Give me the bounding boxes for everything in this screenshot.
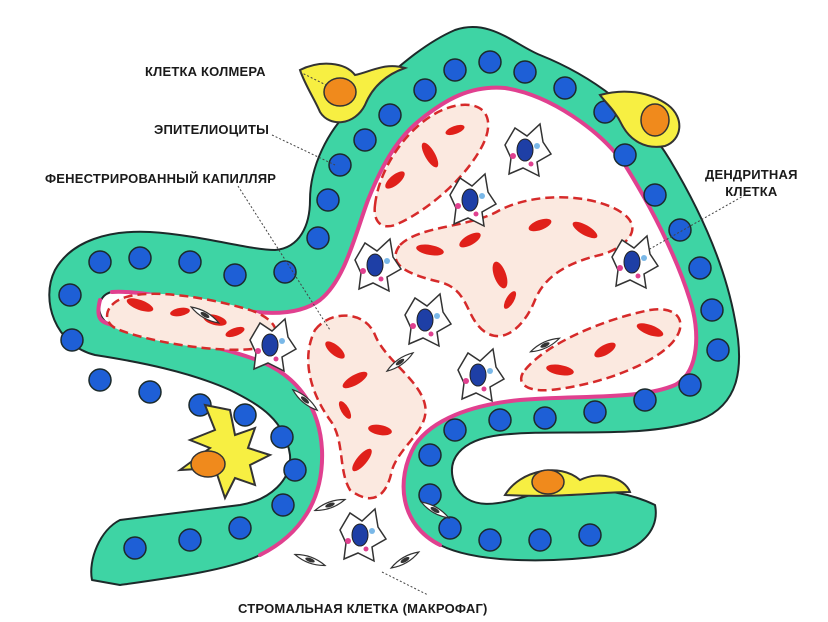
nucleus: [669, 219, 691, 241]
macrophage-nucleus: [462, 189, 478, 211]
nucleus: [584, 401, 606, 423]
nucleus: [679, 374, 701, 396]
granule: [510, 153, 516, 159]
granule: [274, 357, 279, 362]
granule: [482, 387, 487, 392]
macrophage-nucleus: [517, 139, 533, 161]
nucleus: [701, 299, 723, 321]
label-dendritic-cell: ДЕНДРИТНАЯ КЛЕТКА: [705, 166, 798, 200]
nucleus: [139, 381, 161, 403]
label-epitheliocytes: ЭПИТЕЛИОЦИТЫ: [154, 121, 269, 138]
nucleus: [479, 51, 501, 73]
nucleus: [634, 389, 656, 411]
nucleus: [224, 264, 246, 286]
nucleus: [307, 227, 329, 249]
macrophage-icon: [405, 294, 451, 346]
nucleus: [689, 257, 711, 279]
granule: [379, 277, 384, 282]
nucleus: [124, 537, 146, 559]
granule: [345, 538, 351, 544]
nucleus: [234, 404, 256, 426]
nucleus: [439, 517, 461, 539]
label-dendritic-line2: КЛЕТКА: [705, 183, 798, 200]
macrophage-nucleus: [470, 364, 486, 386]
nucleus: [479, 529, 501, 551]
nucleus: [514, 61, 536, 83]
granule: [529, 162, 534, 167]
granule: [384, 258, 390, 264]
granule: [487, 368, 493, 374]
macrophage-nucleus: [352, 524, 368, 546]
fibroblast-icon: [390, 549, 421, 570]
nucleus: [354, 129, 376, 151]
nucleus: [89, 251, 111, 273]
label-fenestrated-capillary: ФЕНЕСТРИРОВАННЫЙ КАПИЛЛЯР: [45, 170, 276, 187]
dendritic-cell-icon: [612, 236, 658, 288]
nucleus: [61, 329, 83, 351]
nucleus: [272, 494, 294, 516]
macrophage-icon: [458, 349, 504, 401]
granule: [364, 547, 369, 552]
nucleus: [444, 59, 466, 81]
macrophage-nucleus: [417, 309, 433, 331]
nucleus: [644, 184, 666, 206]
granule: [410, 323, 416, 329]
leader-stromal: [382, 572, 428, 595]
label-dendritic-line1: ДЕНДРИТНАЯ: [705, 166, 798, 183]
nucleus: [229, 517, 251, 539]
macrophage-nucleus: [262, 334, 278, 356]
granule: [429, 332, 434, 337]
macrophage-icon: [355, 239, 401, 291]
macrophage-nucleus: [367, 254, 383, 276]
macrophage-nucleus: [624, 251, 640, 273]
granule: [360, 268, 366, 274]
nucleus: [59, 284, 81, 306]
nucleus: [179, 251, 201, 273]
kolmer-cell-icon: [505, 470, 630, 496]
granule: [279, 338, 285, 344]
nucleus: [129, 247, 151, 269]
granule: [617, 265, 623, 271]
granule: [255, 348, 261, 354]
macrophage-icon: [505, 124, 551, 176]
granule: [369, 528, 375, 534]
nucleus: [179, 529, 201, 551]
fibroblast-icon: [314, 497, 346, 514]
granule: [474, 212, 479, 217]
granule: [641, 255, 647, 261]
label-kolmer-cell: КЛЕТКА КОЛМЕРА: [145, 63, 266, 80]
nucleus: [614, 144, 636, 166]
macrophage-icon: [340, 509, 386, 561]
nucleus: [579, 524, 601, 546]
nucleus: [414, 79, 436, 101]
nucleus: [554, 77, 576, 99]
nucleus: [707, 339, 729, 361]
nucleus: [489, 409, 511, 431]
granule: [636, 274, 641, 279]
nucleus: [379, 104, 401, 126]
granule: [534, 143, 540, 149]
label-stromal-cell: СТРОМАЛЬНАЯ КЛЕТКА (МАКРОФАГ): [238, 600, 488, 617]
nucleus: [529, 529, 551, 551]
nucleus: [271, 426, 293, 448]
nucleus: [317, 189, 339, 211]
granule: [434, 313, 440, 319]
nucleus: [444, 419, 466, 441]
nucleus: [284, 459, 306, 481]
granule: [463, 378, 469, 384]
nucleus: [534, 407, 556, 429]
kolmer-cell-icon: [180, 405, 270, 498]
nucleus: [89, 369, 111, 391]
fibroblast-icon: [294, 552, 326, 569]
granule: [479, 193, 485, 199]
nucleus: [419, 444, 441, 466]
nucleus: [329, 154, 351, 176]
granule: [455, 203, 461, 209]
